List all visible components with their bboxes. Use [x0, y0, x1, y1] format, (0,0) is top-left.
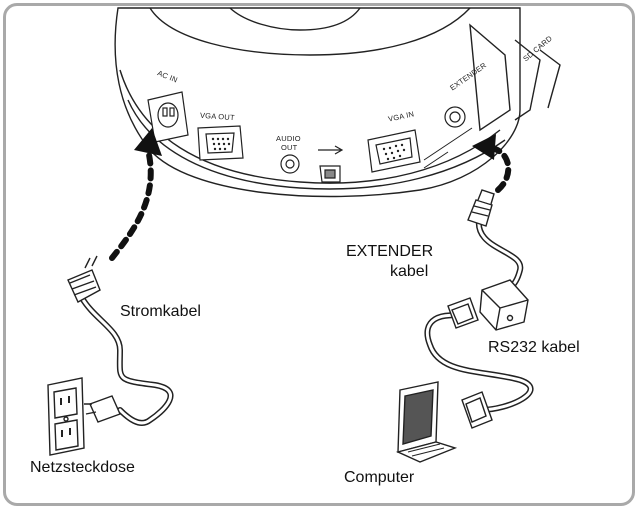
laptop-computer [395, 381, 458, 463]
extender-plug [467, 189, 495, 227]
serial-connector [461, 391, 493, 429]
label-extender-cable-2: kabel [390, 263, 429, 280]
label-power-cable: Stromkabel [120, 303, 201, 320]
label-rs232-cable: RS232 kabel [488, 339, 580, 356]
vga-out-port [197, 125, 244, 161]
outlet-plug [84, 395, 121, 423]
ac-in-port [147, 91, 189, 143]
arrow-head-power [134, 128, 162, 156]
power-cable-core [80, 296, 172, 425]
audio-out-port [280, 154, 300, 174]
extender-port [444, 106, 466, 128]
usb-port [318, 145, 344, 183]
arrow-head-extender [472, 134, 496, 160]
vent-slots [423, 127, 473, 169]
port-label-audio-out-1: AUDIO [276, 134, 301, 143]
rs232-connector [447, 297, 479, 329]
wall-outlet [47, 377, 85, 456]
label-computer: Computer [344, 469, 415, 486]
arrow-power-to-ac-in [109, 147, 154, 261]
power-plug [67, 255, 101, 303]
port-label-audio-out-2: OUT [281, 143, 298, 152]
rs232-adapter [479, 279, 529, 331]
label-outlet: Netzsteckdose [30, 459, 135, 476]
vga-in-port [367, 129, 421, 173]
label-extender-cable-1: EXTENDER [346, 243, 434, 260]
arrow-extender-to-port [487, 145, 512, 193]
